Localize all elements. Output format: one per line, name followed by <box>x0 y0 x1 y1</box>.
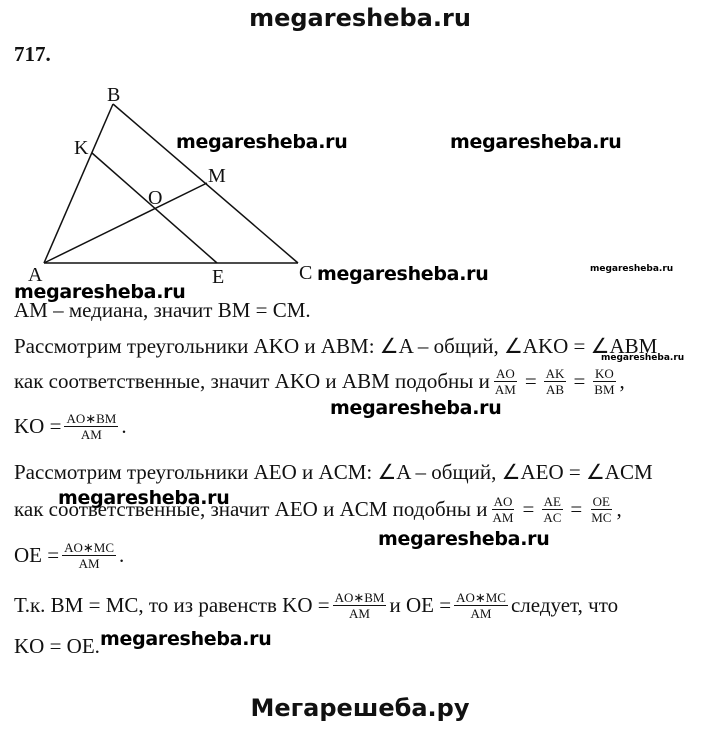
numerator: AO∗MC <box>454 590 508 606</box>
denominator: AM <box>494 382 516 397</box>
denominator: AC <box>543 510 562 525</box>
denominator: AM <box>470 606 492 621</box>
watermark: megaresheba.ru <box>100 628 272 650</box>
equals: = <box>524 369 537 393</box>
numerator: OE <box>590 494 612 510</box>
denominator: MC <box>591 510 612 525</box>
text: OE = <box>14 543 60 567</box>
label-e: E <box>212 266 224 288</box>
watermark: megaresheba.ru <box>14 281 186 303</box>
text: Т.к. BM = MC, то из равенств KO = <box>14 593 330 617</box>
watermark: megaresheba.ru <box>378 528 550 550</box>
watermark: megaresheba.ru <box>176 131 348 153</box>
side-ab <box>43 103 114 264</box>
numerator: AO∗BM <box>332 590 387 606</box>
denominator: AM <box>492 510 514 525</box>
text-line: Рассмотрим треугольники AKO и ABM: ∠A – … <box>14 334 658 358</box>
numerator: AO <box>493 366 517 382</box>
triangle-figure: B K M O A E C <box>28 84 312 288</box>
denominator: AM <box>78 556 100 571</box>
text: следует, что <box>510 593 619 617</box>
site-header: megaresheba.ru <box>249 4 471 32</box>
text: как соответственные, значит AEO и ACM по… <box>14 497 488 521</box>
watermark: megaresheba.ru <box>330 397 502 419</box>
label-o: O <box>148 187 162 209</box>
numerator: AO∗MC <box>62 540 116 556</box>
equals: = <box>573 369 586 393</box>
watermark: megaresheba.ru <box>590 264 674 274</box>
text-line: Рассмотрим треугольники AEO и ACM: ∠A – … <box>14 460 653 484</box>
equals: = <box>522 497 535 521</box>
label-b: B <box>107 84 120 106</box>
label-k: K <box>74 137 89 159</box>
numerator: AO∗BM <box>64 411 119 427</box>
denominator: AM <box>80 427 102 442</box>
watermark: megaresheba.ru <box>58 487 230 509</box>
watermark: megaresheba.ru <box>450 131 622 153</box>
watermark: megaresheba.ru <box>317 263 489 285</box>
text: как соответственные, значит AKO и ABM по… <box>14 369 490 393</box>
text-line: как соответственные, значит AEO и ACM по… <box>14 494 622 525</box>
equals: = <box>570 497 583 521</box>
label-a: A <box>28 264 43 286</box>
numerator: AO <box>491 494 515 510</box>
denominator: AB <box>546 382 565 397</box>
text-line: AM – медиана, значит BM = CM. <box>14 298 311 322</box>
numerator: AE <box>541 494 564 510</box>
text: и OE = <box>389 593 452 617</box>
median-am <box>43 182 208 264</box>
problem-number: 717. <box>14 42 51 66</box>
segment-ke <box>91 152 218 264</box>
denominator: AM <box>349 606 370 621</box>
text: KO = <box>14 414 62 438</box>
numerator: KO <box>593 366 616 382</box>
label-c: C <box>299 262 312 284</box>
denominator: BM <box>594 382 615 397</box>
label-m: M <box>208 165 226 187</box>
numerator: AK <box>543 366 567 382</box>
text-line: KO = OE. <box>14 634 100 658</box>
site-footer: Мегарешеба.ру <box>250 694 470 722</box>
text-line: как соответственные, значит AKO и ABM по… <box>14 366 625 397</box>
watermark: megaresheba.ru <box>601 353 685 363</box>
